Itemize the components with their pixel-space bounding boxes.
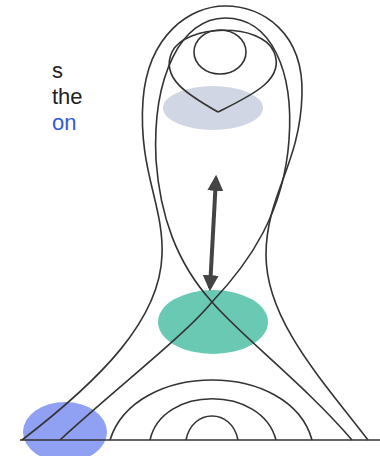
- text-fragment: on: [52, 110, 76, 136]
- text-fragment: the: [52, 84, 83, 110]
- saddle-region: [158, 290, 268, 354]
- double-arrow: [210, 178, 216, 288]
- text-fragment: s: [52, 58, 63, 84]
- maximum-region: [163, 86, 263, 130]
- baseline: [20, 439, 380, 440]
- contour-lines: [22, 6, 368, 440]
